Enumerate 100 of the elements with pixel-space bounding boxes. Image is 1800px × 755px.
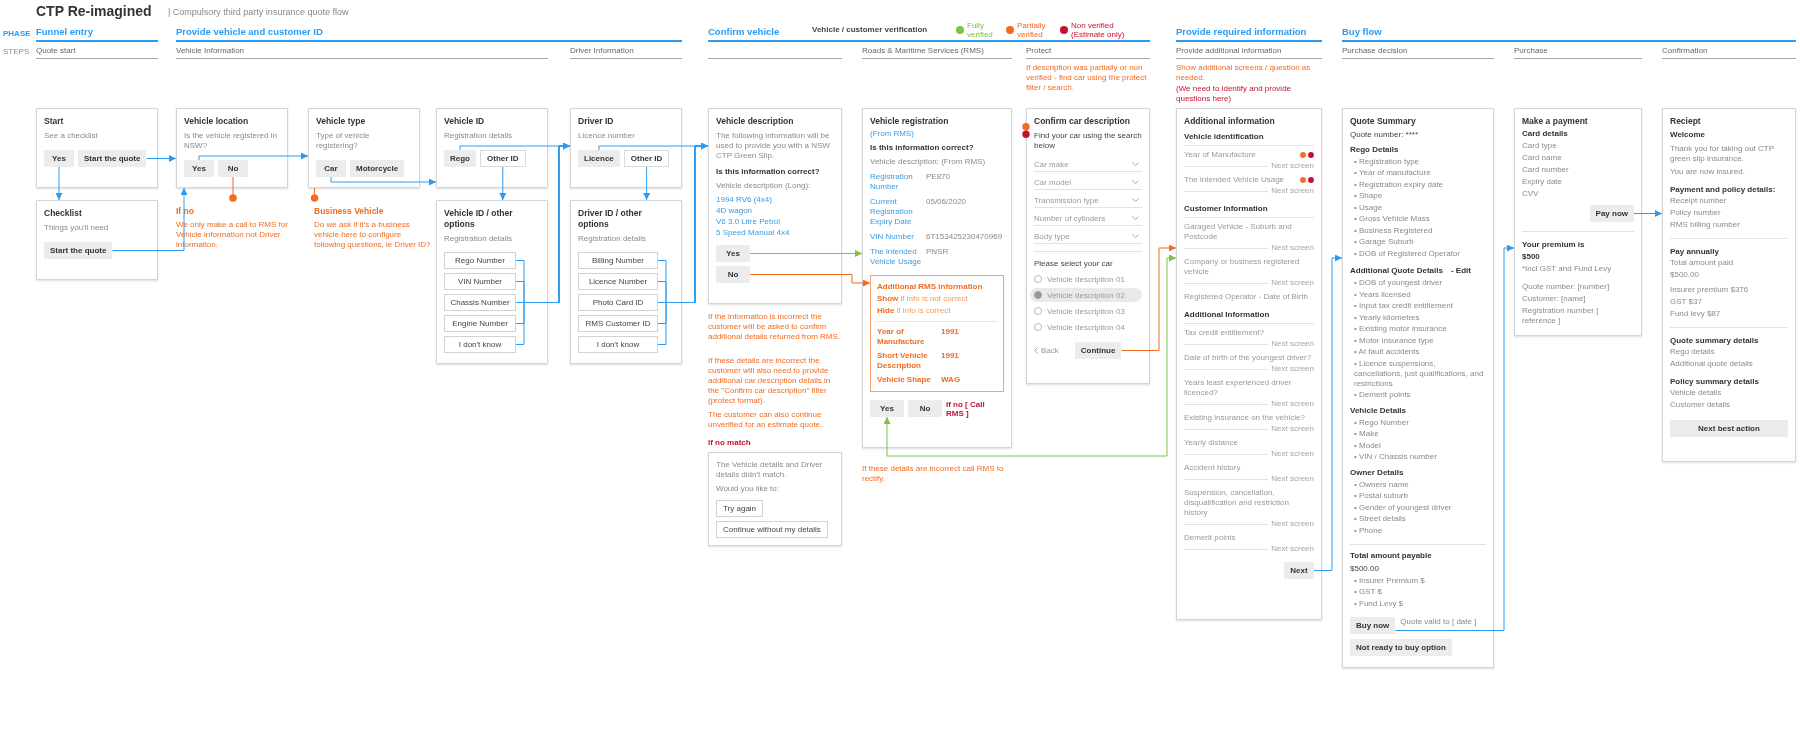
list-item: • At fault accidents (1354, 347, 1420, 357)
back-link: Back (1034, 346, 1059, 355)
field-value: WAG (941, 375, 961, 385)
body-text: Customer: [name] (1522, 294, 1586, 304)
list-item: • Insurer Premium $ (1354, 575, 1425, 586)
option-button: VIN Number (444, 273, 516, 290)
list-item: • Street details (1354, 514, 1406, 524)
body-text: RMS billing number (1670, 220, 1740, 230)
vehicle-detail-text: V6 3.0 Litre Petrol (716, 217, 781, 227)
field-label: Vehicle Shape (877, 375, 932, 385)
screen-card (1176, 108, 1322, 620)
list-item: • Model (1354, 440, 1381, 451)
screen-card (1662, 108, 1796, 462)
leader-line (310, 187, 319, 202)
legend-title: Vehicle / customer verification (812, 25, 928, 34)
list-item: • Garage Suburb (1354, 237, 1414, 247)
annotation-text: Show additional screens / question as needed. (1176, 63, 1312, 83)
card-title: Driver ID / other options (578, 208, 643, 230)
body-text: Is the vehicle registered in NSW? (184, 131, 278, 151)
field-value: 05/06/2020 (926, 197, 967, 207)
info-panel (870, 275, 1004, 392)
body-text: Things you'll need (44, 223, 109, 233)
question-text: Garaged Vehicle - Suburb and Postcode (1184, 222, 1293, 242)
section-heading: Owner Details (1350, 468, 1404, 478)
phase-heading: Provide required information (1176, 26, 1307, 37)
section-heading: Additional Information (1184, 310, 1270, 320)
dropdown-field: Body type (1034, 229, 1142, 244)
body-text: Registration details (444, 234, 513, 244)
list-item: • Demerit points (1354, 390, 1411, 400)
annotation-heading: If no match (708, 438, 751, 447)
action-button: Continue (1074, 342, 1122, 359)
annotation-text: If these details are incorrect call RMS to rectify. (862, 464, 1005, 484)
action-button: No (908, 400, 942, 417)
action-button: Yes (184, 160, 214, 177)
action-button: Car (316, 160, 346, 177)
body-text: Fund levy $87 (1670, 309, 1721, 319)
radio-label: Vehicle description 04 (1047, 322, 1125, 332)
body-text: The Vehicle details and Driver details didn't match. (716, 460, 824, 480)
list-item: • Existing motor insurance (1354, 324, 1447, 334)
screen-card (308, 108, 420, 188)
arrow (146, 155, 177, 162)
screen-card (570, 108, 682, 188)
section-heading: Vehicle identification (1184, 132, 1264, 142)
question-text: Is this information correct? (716, 167, 820, 177)
body-text: Total amount paid (1670, 258, 1734, 268)
screen-card (1342, 108, 1494, 668)
list-item: • Registration type (1354, 156, 1420, 167)
step-heading: Protect (1026, 46, 1052, 55)
hint-text: Next screen (1271, 449, 1314, 459)
list-item: • Business Registered (1354, 225, 1433, 236)
step-heading: Purchase decision (1342, 46, 1408, 55)
action-button: Next (1284, 562, 1314, 579)
card-title: Vehicle location (184, 116, 249, 127)
radio-label: Vehicle description 02 (1047, 290, 1125, 300)
arrow (1121, 244, 1177, 351)
dropdown-field: Transmission type (1034, 193, 1142, 208)
body-text: Quote number: [number] (1522, 282, 1610, 292)
vehicle-detail-text: (From RMS) (870, 129, 914, 139)
card-title: Vehicle type (316, 116, 366, 127)
radio-label: Vehicle description 01 (1047, 274, 1125, 284)
diagram-subtitle: | Compulsory third party insurance quote flow (168, 7, 349, 17)
arrow (330, 176, 437, 186)
annotation-text: If the information is incorrect the customer will be asked to confirm additional details returned from RMS. (708, 312, 842, 342)
field-value: 6T153425230470969 (926, 232, 1003, 242)
body-text: Vehicle description (Long): (716, 181, 811, 191)
action-button: Buy now (1350, 616, 1396, 634)
hint-text: Next screen (1271, 519, 1314, 529)
list-item: • Licence suspensions, cancellations, just qualifications, and restrictions (1354, 358, 1485, 389)
step-heading: Quote start (36, 46, 76, 55)
action-button: Motorcycle (350, 160, 405, 177)
action-button: Next best action (1670, 420, 1788, 437)
body-text: Receipt number (1670, 196, 1727, 206)
hint-text: Next screen (1271, 161, 1314, 171)
field-label: Current Registration Expiry Date (870, 197, 914, 227)
card-title: Make a payment (1522, 116, 1588, 127)
section-heading: Payment and policy details: (1670, 185, 1776, 195)
list-item: • Shape (1354, 191, 1383, 201)
question-text: Year of Manufacture (1184, 150, 1256, 160)
phase-heading: Provide vehicle and customer ID (176, 26, 323, 37)
option-button: Try again (716, 500, 764, 517)
question-text: Accident history (1184, 463, 1241, 473)
vehicle-detail-text: 5 Speed Manual 4x4 (716, 228, 790, 238)
arrow (1633, 210, 1663, 217)
arrow (657, 142, 709, 345)
action-button: Licence (578, 150, 620, 167)
list-item: • Years licensed (1354, 289, 1411, 300)
card-title: Vehicle registration (870, 116, 949, 127)
option-button: Billing Number (578, 252, 658, 269)
list-item: • Input tax credit entitlement (1354, 301, 1453, 311)
hint-text: Next screen (1271, 399, 1314, 409)
card-title: Vehicle ID / other options (444, 208, 514, 230)
row-label: STEPS (3, 47, 30, 56)
annotation-text: Do we ask if it's a business vehicle here to configure following questions, ie Driver ID? (314, 220, 432, 250)
question-text: Yearly distance (1184, 438, 1238, 448)
screen-card (1514, 108, 1642, 336)
body-text: GST $37 (1670, 297, 1702, 307)
option-button: Chassis Number (444, 294, 516, 311)
arrow (515, 142, 571, 345)
arrow (198, 152, 309, 161)
phase-heading: Funnel entry (36, 26, 93, 37)
